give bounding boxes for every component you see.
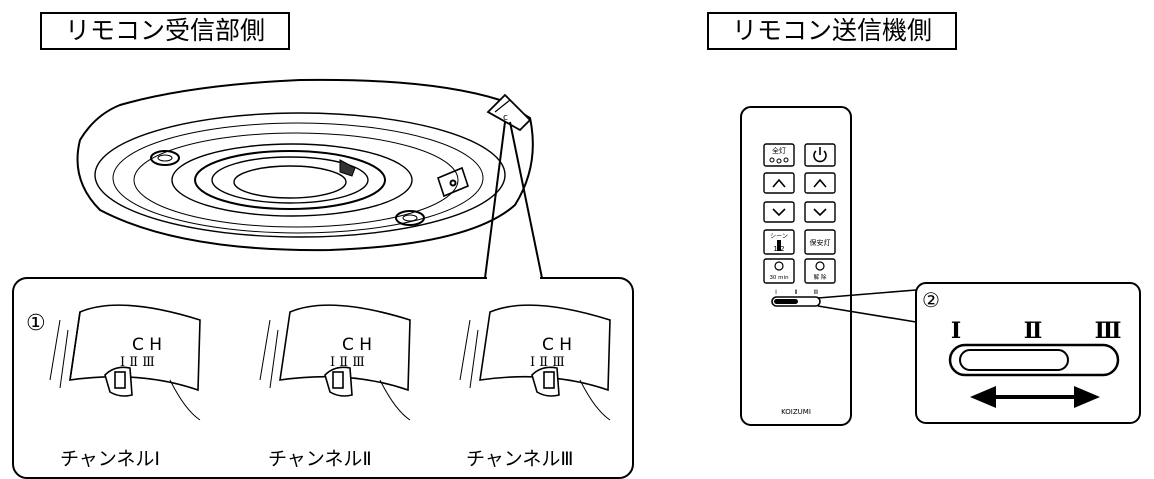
small-switch-pos-1: Ⅰ [775,289,777,296]
button-all-light-label: 全灯 [772,146,786,155]
double-arrow-icon [970,386,1100,408]
button-night-light-label: 保安灯 [810,238,831,247]
switch-pos-1: Ⅰ [951,318,961,344]
receiver-callout-pointer [484,121,543,279]
svg-text:c: c [503,113,508,123]
receiver-title: リモコン受信部側 [40,12,290,50]
transmitter-title: リモコン送信機側 [707,12,957,50]
marker-1: ① [26,311,46,336]
marker-2: ② [922,288,940,312]
ceiling-light-illustration: c [76,78,534,252]
ch-numerals-2: Ⅰ Ⅱ Ⅲ [330,355,365,370]
ch-letters-1: C H [132,335,162,355]
button-timer-cancel-label: 解 除 [814,273,827,281]
large-slide-switch [948,343,1120,377]
ch-numerals-1: Ⅰ Ⅱ Ⅲ [120,355,155,370]
ch-letters-2: C H [342,335,372,355]
small-switch-pos-3: Ⅲ [814,289,818,296]
transmitter-callout-pointer [817,289,917,323]
channel-label-2: チャンネルⅡ [268,448,372,470]
button-timer-30-label: 30 min [769,275,789,281]
small-switch-pos-2: Ⅱ [795,289,798,296]
remote-control-illustration [740,106,852,426]
switch-pos-2: Ⅱ [1024,318,1043,344]
switch-pos-3: Ⅲ [1095,318,1122,344]
channel-switch-drawings [49,304,611,421]
channel-label-1: チャンネルⅠ [60,448,161,470]
button-scene-label: シーン [770,233,788,240]
remote-brand-logo: KOIZUMI [781,408,811,416]
channel-label-3: チャンネルⅢ [466,448,574,470]
ch-numerals-3: Ⅰ Ⅱ Ⅲ [530,355,565,370]
button-scene-numbers: 1 2 [773,245,784,253]
ch-letters-3: C H [542,335,572,355]
